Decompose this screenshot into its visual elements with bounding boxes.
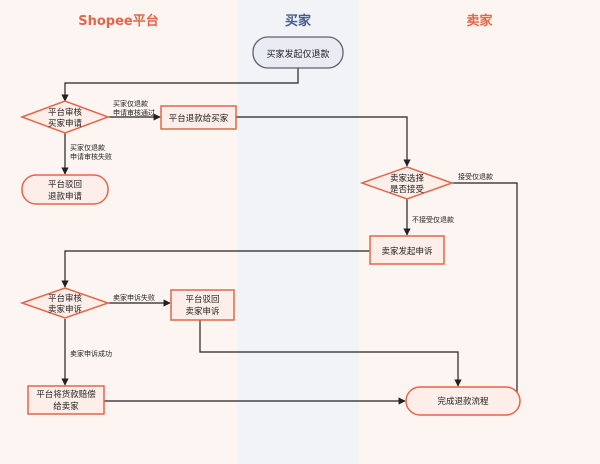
lane-title-buyer: 买家 (284, 14, 311, 29)
svg-text:买家申请: 买家申请 (48, 118, 83, 129)
edge-refund-to-choice (236, 116, 411, 167)
edge-start-to-review1 (61, 68, 299, 102)
svg-text:卖家申诉: 卖家申诉 (185, 306, 220, 317)
node-seller-appeal: 卖家发起申诉 (369, 235, 445, 265)
svg-text:卖家申诉: 卖家申诉 (48, 304, 83, 315)
label-appeal-fail: 卖家申诉失败 (113, 293, 155, 302)
edge-reject2-to-done (199, 320, 462, 387)
svg-text:退款申请: 退款申请 (48, 191, 83, 202)
svg-text:平台驳回: 平台驳回 (185, 294, 219, 305)
node-seller-choice: 卖家选择 是否接受 (359, 166, 455, 200)
svg-text:平台驳回: 平台驳回 (48, 179, 82, 190)
node-reject-appeal: 平台驳回 卖家申诉 (170, 289, 235, 321)
node-compensate-seller: 平台将货款赔偿 给卖家 (27, 385, 105, 415)
lane-title-seller: 卖家 (466, 14, 493, 29)
svg-text:平台将货款赔偿: 平台将货款赔偿 (36, 389, 96, 400)
label-approved-1: 买家仅退款 (113, 99, 148, 108)
edge-choice-to-done (452, 182, 521, 405)
label-appeal-success: 卖家申诉成功 (70, 349, 112, 358)
label-failed-2: 申请审核失败 (70, 152, 112, 161)
svg-text:平台审核: 平台审核 (48, 107, 83, 118)
svg-text:卖家发起申诉: 卖家发起申诉 (381, 246, 433, 257)
svg-text:平台审核: 平台审核 (48, 293, 83, 304)
label-failed-1: 买家仅退款 (70, 143, 105, 152)
svg-text:给卖家: 给卖家 (53, 401, 79, 412)
node-start: 买家发起仅退款 (252, 36, 344, 69)
svg-text:完成退款流程: 完成退款流程 (437, 396, 489, 407)
label-approved-2: 申请审核通过 (113, 108, 155, 117)
node-done: 完成退款流程 (405, 386, 521, 416)
svg-text:买家发起仅退款: 买家发起仅退款 (266, 48, 329, 60)
lane-title-platform: Shopee平台 (78, 14, 159, 29)
edge-appeal-to-review2 (61, 250, 370, 288)
node-refund-to-buyer: 平台退款给买家 (160, 105, 237, 130)
node-reject-refund: 平台驳回 退款申请 (21, 174, 109, 205)
svg-text:卖家选择: 卖家选择 (390, 173, 425, 184)
svg-text:是否接受: 是否接受 (390, 184, 425, 195)
label-accept: 接受仅退款 (458, 172, 493, 181)
svg-text:平台退款给买家: 平台退款给买家 (169, 113, 229, 124)
node-review-buyer-request: 平台审核 买家申请 (19, 100, 111, 134)
node-review-seller-appeal: 平台审核 卖家申诉 (19, 287, 111, 319)
label-not-accept: 不接受仅退款 (412, 215, 454, 224)
